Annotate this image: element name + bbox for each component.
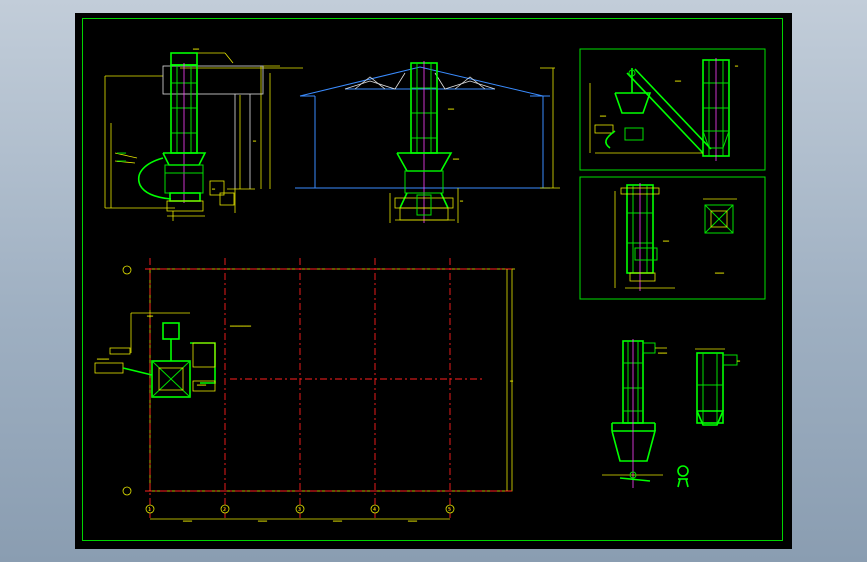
axis-label-5: 5 <box>448 507 451 513</box>
svg-text:═══: ═══ <box>657 351 668 357</box>
elevation-view-left: ═══ ═══ ═ ══ ═ <box>104 47 303 221</box>
svg-text:═══════: ═══════ <box>229 324 252 330</box>
svg-text:═══: ═══ <box>257 519 268 525</box>
axis-label-1: 1 <box>148 507 151 513</box>
svg-text:══: ══ <box>662 239 670 245</box>
axis-label-2: 2 <box>223 507 226 513</box>
svg-text:═: ═ <box>736 359 741 365</box>
svg-text:═══: ═══ <box>332 519 343 525</box>
elevation-view-bottom-right: ═══ ═ <box>602 339 741 488</box>
svg-text:══: ══ <box>452 157 460 163</box>
svg-text:════: ════ <box>96 357 110 363</box>
svg-text:═: ═ <box>459 199 464 205</box>
svg-text:═══: ═══ <box>196 383 207 389</box>
svg-text:═══: ═══ <box>407 519 418 525</box>
detail-view-feeder: ══ ═══ <box>579 176 766 300</box>
svg-text:══: ══ <box>599 114 607 120</box>
grid-axis-labels: 1 2 3 4 5 <box>145 504 455 514</box>
elevation-view-center: ══ ══ ═ <box>295 61 560 223</box>
detail-view-conveyor: ═ ══ ══ <box>579 48 766 171</box>
svg-text:═: ═ <box>252 139 257 145</box>
svg-text:═══: ═══ <box>116 159 127 165</box>
svg-text:══: ══ <box>192 47 200 53</box>
drawing-viewport[interactable]: ═══ ═══ ═ ══ ═ <box>75 13 792 549</box>
axis-label-4: 4 <box>373 507 376 513</box>
svg-text:══: ══ <box>674 79 682 85</box>
svg-text:═: ═ <box>211 187 216 193</box>
svg-text:═══: ═══ <box>182 519 193 525</box>
svg-text:══: ══ <box>146 314 154 320</box>
svg-text:═══: ═══ <box>714 271 725 277</box>
cad-drawing: ═══ ═══ ═ ══ ═ <box>94 47 766 525</box>
svg-text:══: ══ <box>447 107 455 113</box>
svg-text:═══: ═══ <box>116 151 127 157</box>
svg-text:═: ═ <box>734 64 739 70</box>
drawing-frame <box>82 18 783 541</box>
axis-label-3: 3 <box>298 507 301 513</box>
svg-text:═: ═ <box>509 379 514 385</box>
plan-view: ═══ ═══ ═══ ═══ ═ ═══════ ══ ════ ═══ <box>94 258 515 525</box>
